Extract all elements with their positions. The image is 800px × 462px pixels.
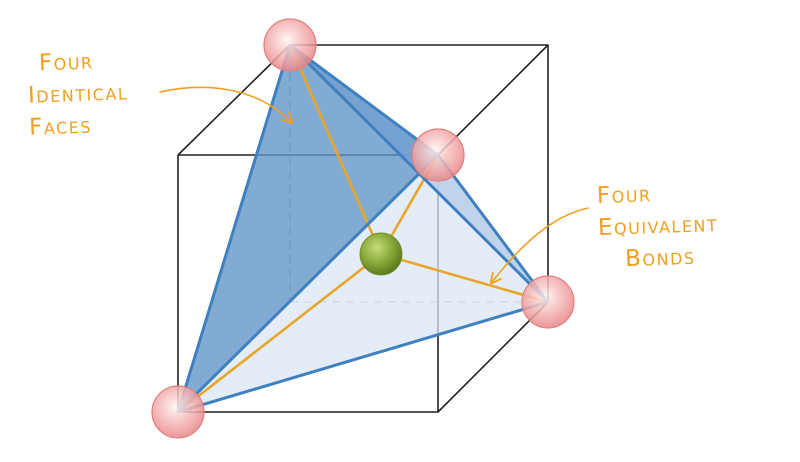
bond-right <box>379 252 550 304</box>
center-atom <box>359 232 403 276</box>
bond-bottom-left <box>176 252 383 414</box>
annotation-bonds-line-1: Four <box>596 181 652 210</box>
annotation-faces-line-3: Faces <box>28 112 93 141</box>
annotation-bonds-line-2: Equivalent <box>597 210 719 242</box>
annotation-four-identical-faces: Four Identical Faces <box>26 44 130 143</box>
annotation-arrows <box>159 86 589 282</box>
faces-arrow <box>159 86 291 122</box>
face-left <box>178 45 438 412</box>
outer-atom-bottom-left <box>151 385 205 439</box>
outer-atom-right <box>521 275 575 329</box>
bond-top <box>288 43 383 256</box>
annotation-faces-line-1: Four <box>38 48 94 77</box>
face-bottom <box>178 155 548 412</box>
annotation-bonds-line-3: Bonds <box>624 243 696 273</box>
outer-atom-front-top-right <box>411 128 465 182</box>
annotation-faces-line-2: Identical <box>27 79 129 109</box>
outer-atom-top <box>263 18 317 72</box>
outer-atoms <box>151 18 575 439</box>
bonds-arrow <box>492 207 589 282</box>
annotation-four-equivalent-bonds: Four Equivalent Bonds <box>596 176 719 276</box>
